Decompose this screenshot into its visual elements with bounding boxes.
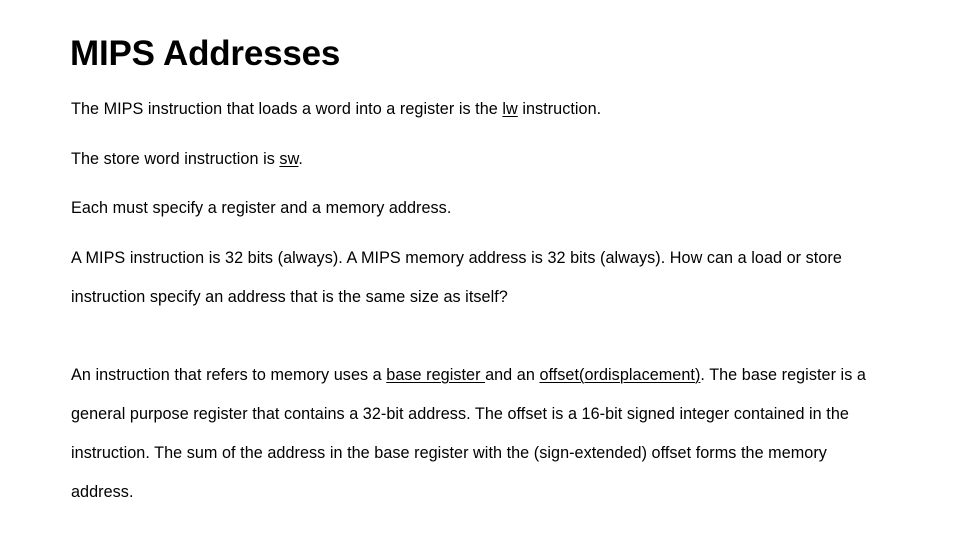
paragraph-1-keyword-lw: lw	[502, 100, 518, 118]
paragraph-5-segment-5: . The base register is a general purpose…	[71, 365, 866, 501]
body-paragraph-1: The MIPS instruction that loads a word i…	[71, 90, 883, 129]
paragraph-2-segment-1: The store word instruction is	[71, 149, 280, 168]
paragraph-1-segment-1: The MIPS instruction that loads a word i…	[71, 100, 503, 118]
paragraph-2-segment-3: .	[298, 149, 303, 168]
paragraph-3-segment-1: Each must specify a register and a memor…	[71, 199, 452, 217]
paragraph-1-segment-3: instruction.	[517, 100, 602, 118]
paragraph-4-segment-1: A MIPS instruction is 32 bits (always). …	[71, 248, 842, 306]
paragraph-5-term-offset: offset(ordisplacement)	[539, 365, 701, 384]
body-paragraph-spacer	[71, 317, 883, 356]
body-paragraph-3: Each must specify a register and a memor…	[71, 189, 883, 228]
paragraph-5-segment-3: and an	[485, 365, 540, 384]
body-paragraph-2: The store word instruction is sw.	[71, 140, 883, 179]
body-paragraph-4: A MIPS instruction is 32 bits (always). …	[71, 239, 883, 317]
slide-body: The MIPS instruction that loads a word i…	[71, 90, 883, 512]
page-title: MIPS Addresses	[70, 34, 341, 73]
paragraph-5-segment-1: An instruction that refers to memory use…	[71, 365, 387, 384]
paragraph-2-keyword-sw: sw	[279, 149, 299, 168]
paragraph-5-term-base-register: base register	[386, 365, 486, 384]
body-paragraph-5: An instruction that refers to memory use…	[71, 356, 883, 512]
